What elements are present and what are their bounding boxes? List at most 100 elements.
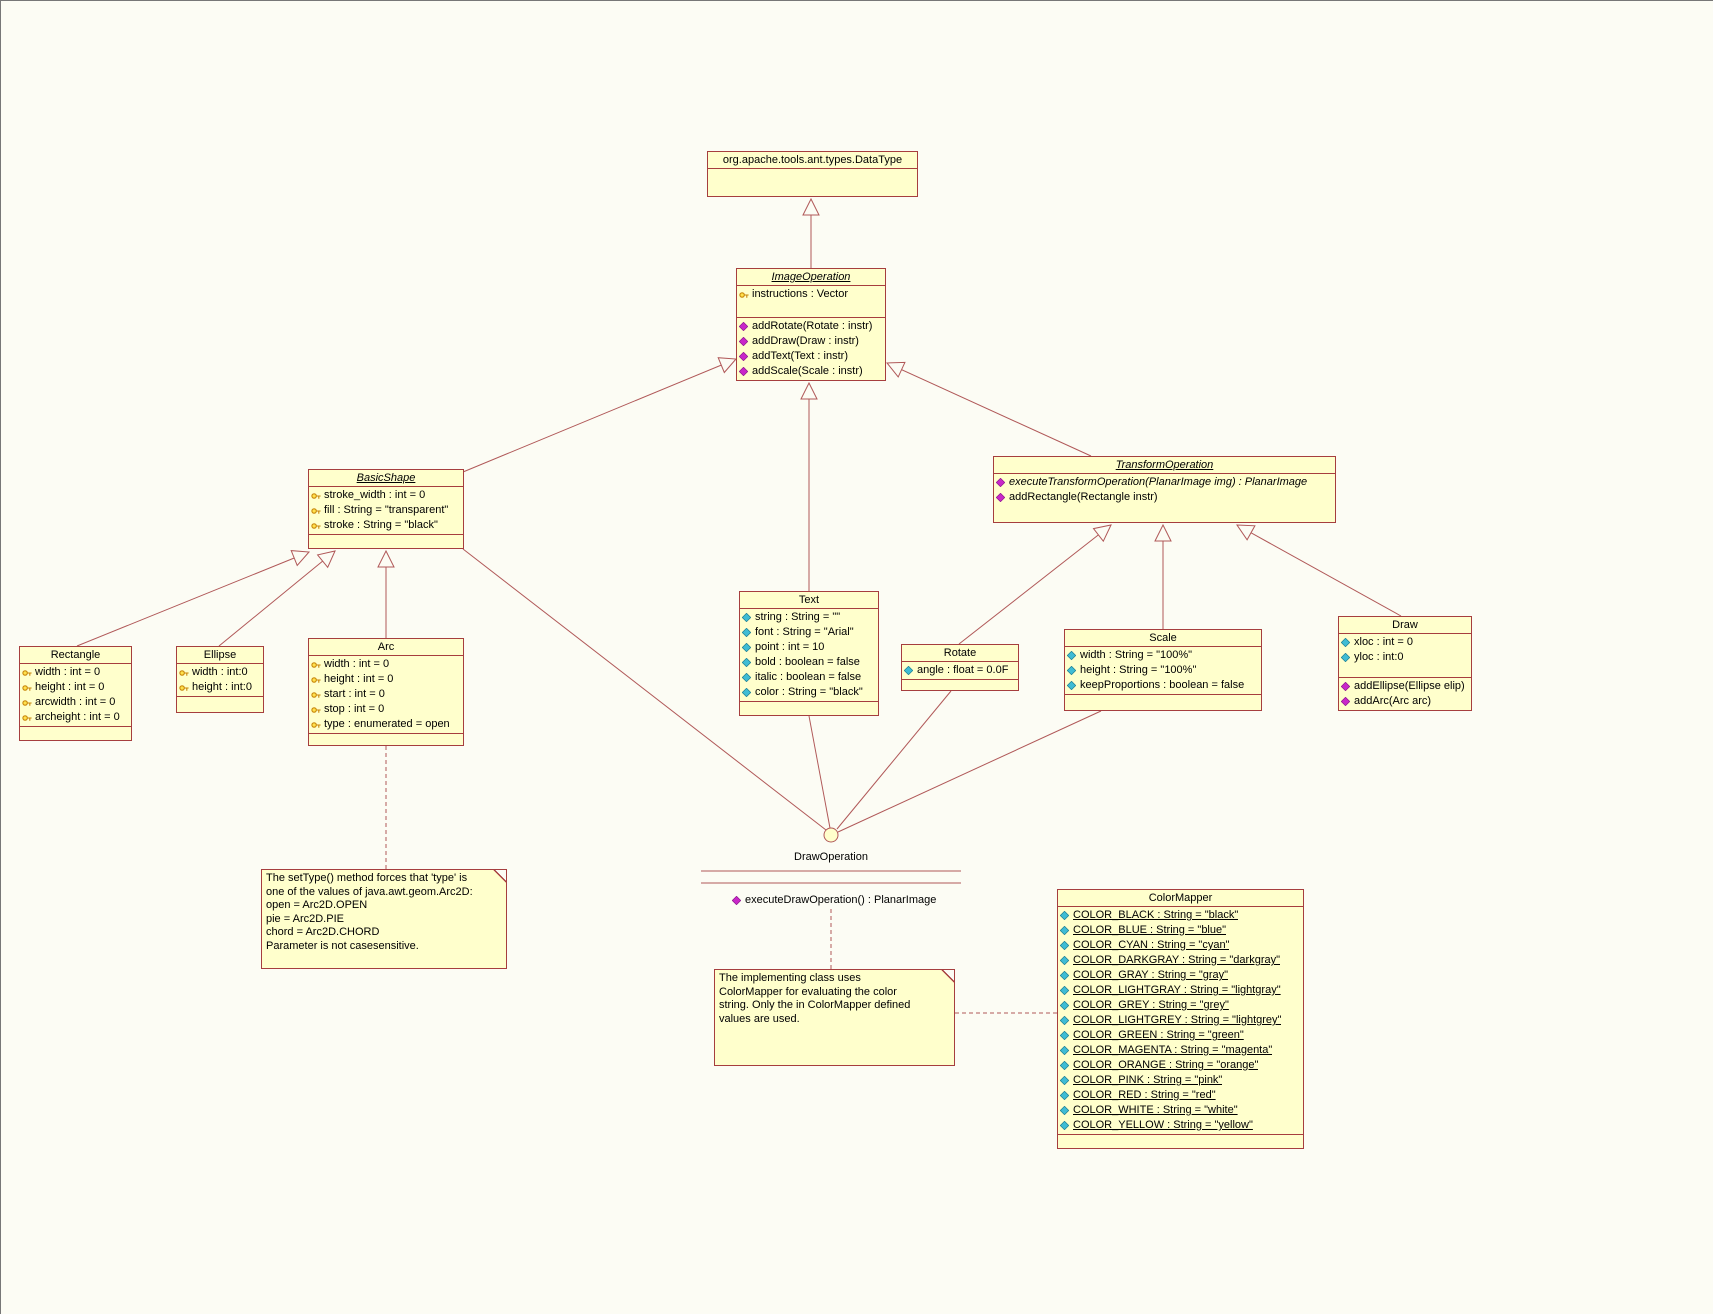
class-name: Arc xyxy=(377,641,395,653)
protected-icon xyxy=(179,668,192,678)
class-box-DataType[interactable]: org.apache.tools.ant.types.DataType xyxy=(707,151,918,197)
member-row[interactable]: addRectangle(Rectangle instr) xyxy=(996,490,1334,505)
member-row[interactable]: stroke : String = "black" xyxy=(311,518,462,533)
method-icon xyxy=(1341,697,1354,706)
member-row[interactable]: string : String = "" xyxy=(742,610,877,625)
member-row[interactable]: xloc : int = 0 xyxy=(1341,635,1470,650)
member-text: fill : String = "transparent" xyxy=(324,504,449,516)
member-text: type : enumerated = open xyxy=(324,718,450,730)
member-row[interactable]: yloc : int:0 xyxy=(1341,650,1470,665)
class-name: Draw xyxy=(1392,619,1418,631)
member-row[interactable]: addEllipse(Ellipse elip) xyxy=(1341,679,1470,694)
member-row[interactable]: type : enumerated = open xyxy=(311,717,462,732)
public-icon xyxy=(1341,653,1354,662)
member-row[interactable]: bold : boolean = false xyxy=(742,655,877,670)
member-row[interactable]: stroke_width : int = 0 xyxy=(311,488,462,503)
attributes-section: COLOR_BLACK : String = "black"COLOR_BLUE… xyxy=(1058,907,1303,1134)
class-title: org.apache.tools.ant.types.DataType xyxy=(708,152,917,169)
member-row[interactable]: COLOR_GREEN : String = "green" xyxy=(1060,1028,1302,1043)
note-arc-settype-note[interactable]: The setType() method forces that 'type' … xyxy=(261,869,507,969)
member-row[interactable]: point : int = 10 xyxy=(742,640,877,655)
member-row[interactable]: height : int = 0 xyxy=(22,680,130,695)
member-row[interactable]: COLOR_YELLOW : String = "yellow" xyxy=(1060,1118,1302,1133)
member-row[interactable]: COLOR_LIGHTGRAY : String = "lightgray" xyxy=(1060,983,1302,998)
member-row[interactable]: executeTransformOperation(PlanarImage im… xyxy=(996,475,1334,490)
member-row[interactable]: width : int = 0 xyxy=(22,665,130,680)
member-row[interactable]: width : int:0 xyxy=(179,665,262,680)
member-row[interactable]: font : String = "Arial" xyxy=(742,625,877,640)
public-icon xyxy=(1060,1046,1073,1055)
member-row[interactable]: keepProportions : boolean = false xyxy=(1067,678,1260,693)
gen-draw-transformoperation[interactable] xyxy=(1236,524,1402,617)
member-row[interactable]: COLOR_WHITE : String = "white" xyxy=(1060,1103,1302,1118)
empty-compartment xyxy=(309,534,463,548)
member-row[interactable]: addScale(Scale : instr) xyxy=(739,364,884,379)
member-text: COLOR_DARKGRAY : String = "darkgray" xyxy=(1073,954,1281,966)
member-row[interactable]: height : int:0 xyxy=(179,680,262,695)
member-text: addText(Text : instr) xyxy=(752,350,848,362)
protected-icon xyxy=(179,683,192,693)
member-row[interactable]: COLOR_GREY : String = "grey" xyxy=(1060,998,1302,1013)
interface-lollipop-circle[interactable] xyxy=(823,827,839,843)
member-row[interactable]: COLOR_ORANGE : String = "orange" xyxy=(1060,1058,1302,1073)
gen-transformoperation-imageoperation[interactable] xyxy=(886,362,1092,457)
member-row[interactable]: italic : boolean = false xyxy=(742,670,877,685)
member-row[interactable]: height : int = 0 xyxy=(311,672,462,687)
member-row[interactable]: addText(Text : instr) xyxy=(739,349,884,364)
member-row[interactable]: archeight : int = 0 xyxy=(22,710,130,725)
class-title: TransformOperation xyxy=(994,457,1335,474)
impl-text-drawoperation[interactable] xyxy=(808,715,831,829)
member-text: addRotate(Rotate : instr) xyxy=(752,320,873,332)
member-row[interactable]: arcwidth : int = 0 xyxy=(22,695,130,710)
member-row[interactable]: COLOR_MAGENTA : String = "magenta" xyxy=(1060,1043,1302,1058)
member-row[interactable]: instructions : Vector xyxy=(739,287,884,302)
member-row[interactable]: color : String = "black" xyxy=(742,685,877,700)
note-text-line: chord = Arc2D.CHORD xyxy=(266,926,380,938)
public-icon xyxy=(1341,638,1354,647)
member-row[interactable]: COLOR_BLUE : String = "blue" xyxy=(1060,923,1302,938)
gen-rectangle-basicshape[interactable] xyxy=(76,551,310,647)
member-row[interactable]: addDraw(Draw : instr) xyxy=(739,334,884,349)
member-row[interactable]: height : String = "100%" xyxy=(1067,663,1260,678)
impl-basicshape-drawoperation[interactable] xyxy=(462,548,827,831)
member-row[interactable]: width : int = 0 xyxy=(311,657,462,672)
member-row[interactable]: COLOR_CYAN : String = "cyan" xyxy=(1060,938,1302,953)
member-row[interactable]: COLOR_BLACK : String = "black" xyxy=(1060,908,1302,923)
member-row[interactable]: COLOR_LIGHTGREY : String = "lightgrey" xyxy=(1060,1013,1302,1028)
member-text: COLOR_PINK : String = "pink" xyxy=(1073,1074,1223,1086)
member-row[interactable]: stop : int = 0 xyxy=(311,702,462,717)
member-row[interactable]: start : int = 0 xyxy=(311,687,462,702)
protected-icon xyxy=(22,698,35,708)
member-row[interactable]: COLOR_DARKGRAY : String = "darkgray" xyxy=(1060,953,1302,968)
member-row[interactable]: angle : float = 0.0F xyxy=(904,663,1017,678)
gen-basicshape-imageoperation[interactable] xyxy=(462,358,737,473)
member-row[interactable]: width : String = "100%" xyxy=(1067,648,1260,663)
impl-scale-drawoperation[interactable] xyxy=(837,710,1102,833)
gen-rotate-transformoperation[interactable] xyxy=(958,524,1112,645)
member-row[interactable]: COLOR_RED : String = "red" xyxy=(1060,1088,1302,1103)
member-row[interactable]: fill : String = "transparent" xyxy=(311,503,462,518)
interface-name[interactable]: DrawOperation xyxy=(794,851,868,863)
member-text: COLOR_LIGHTGREY : String = "lightgrey" xyxy=(1073,1014,1282,1026)
impl-rotate-drawoperation[interactable] xyxy=(836,690,952,830)
member-row[interactable]: addArc(Arc arc) xyxy=(1341,694,1470,709)
member-row[interactable]: addRotate(Rotate : instr) xyxy=(739,319,884,334)
public-icon xyxy=(904,666,917,675)
member-row[interactable]: COLOR_PINK : String = "pink" xyxy=(1060,1073,1302,1088)
gen-ellipse-basicshape[interactable] xyxy=(218,550,336,647)
interface-method-row[interactable]: executeDrawOperation() : PlanarImage xyxy=(732,893,936,908)
protected-icon xyxy=(311,660,324,670)
member-row[interactable]: COLOR_GRAY : String = "gray" xyxy=(1060,968,1302,983)
